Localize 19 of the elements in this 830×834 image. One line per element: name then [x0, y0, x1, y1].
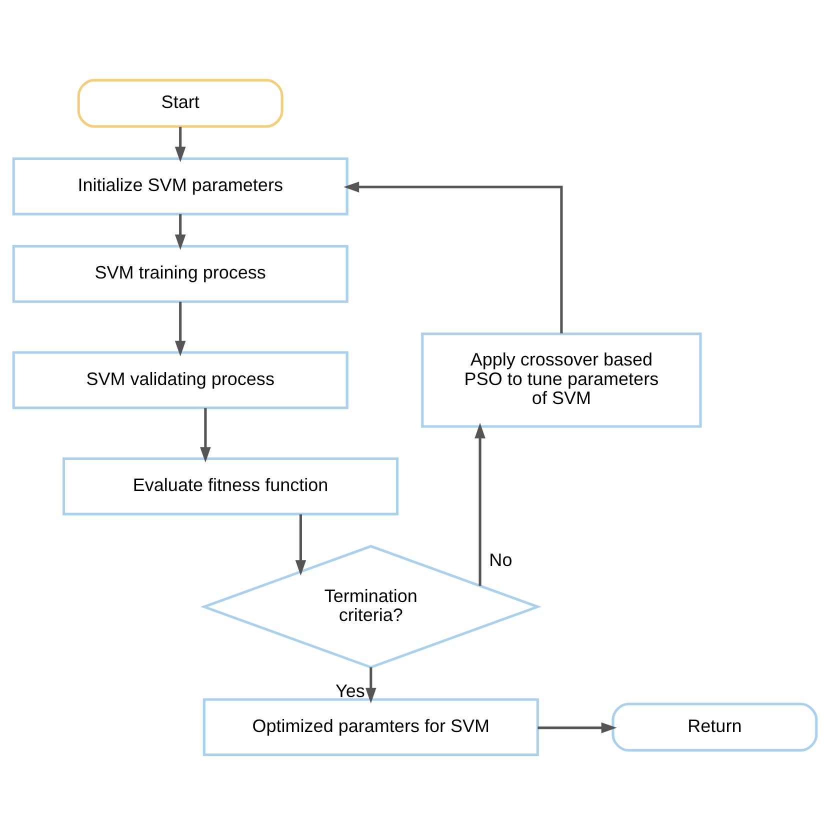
node-box: Initialize SVM parameters: [12, 156, 348, 215]
node-box: Start: [77, 78, 284, 128]
node-box: SVM training process: [12, 244, 348, 302]
edge-label: No: [489, 549, 512, 570]
node-box: Return: [612, 702, 818, 752]
arrow: [174, 214, 186, 250]
arrow: [344, 181, 563, 333]
node-box: SVM validating process: [12, 350, 348, 409]
arrow: [295, 514, 306, 576]
node-box: Apply crossover based PSO to tune parameters of SVM: [421, 332, 702, 428]
arrow: [174, 301, 186, 356]
node-box: Optimized paramters for SVM: [202, 698, 539, 756]
edge-label: Yes: [336, 680, 365, 700]
arrow: [200, 408, 211, 462]
arrow: [365, 666, 376, 703]
node-box: Evaluate fitness function: [62, 456, 399, 515]
arrow: [174, 126, 186, 162]
arrow: [538, 722, 617, 733]
arrow: [474, 422, 486, 586]
